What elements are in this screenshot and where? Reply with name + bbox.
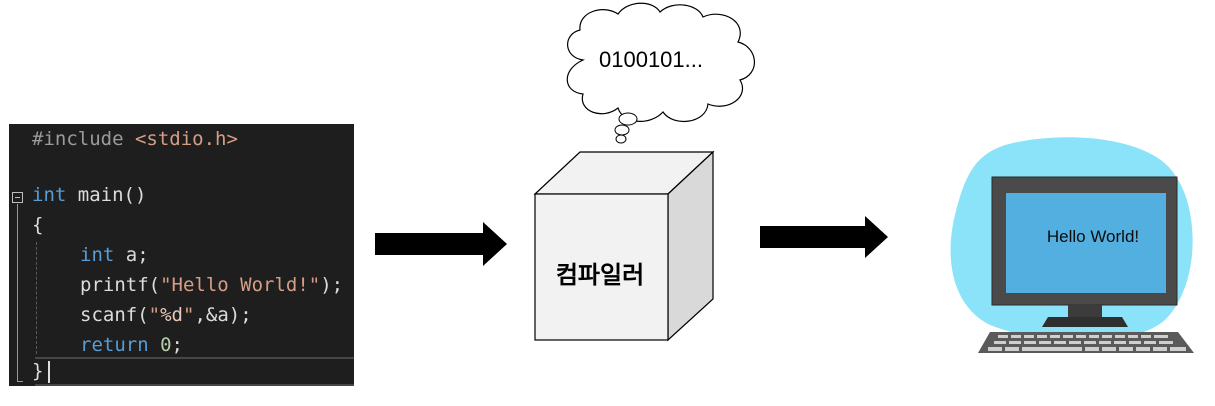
scanf-call: scanf( (80, 304, 149, 326)
arrow-code-to-compiler (375, 222, 507, 266)
code-line-printf: printf("Hello World!"); (80, 270, 343, 300)
monitor-output-text: Hello World! (1046, 227, 1140, 246)
compiler-label: 컴파일러 (555, 261, 645, 289)
fold-gutter-end (17, 381, 23, 382)
open-brace: { (32, 214, 44, 236)
code-line-include: #include <stdio.h> (32, 124, 238, 154)
code-line-main: int main() (32, 180, 146, 210)
close-brace: } (32, 360, 44, 382)
thought-bubble-icon (566, 2, 755, 144)
scanf-end: ,&a); (194, 304, 252, 326)
fold-gutter-line (17, 204, 18, 382)
code-line-declare: int a; (80, 240, 149, 270)
declare-a: a; (114, 244, 149, 266)
compiler-cube (533, 150, 715, 342)
return-value: 0 (160, 334, 172, 356)
scanf-quote-open: " (148, 304, 161, 326)
code-line-close-brace: } (32, 356, 43, 386)
code-line-scanf: scanf("%d",&a); (80, 300, 252, 330)
printf-string: "Hello World!" (160, 274, 321, 296)
indent-guide (36, 242, 37, 354)
code-line-open-brace: { (32, 210, 43, 240)
include-directive: #include (32, 128, 124, 150)
text-cursor (48, 361, 50, 383)
code-editor: #include <stdio.h> int main() { int a; p… (9, 124, 354, 386)
keyword-return: return (80, 334, 149, 356)
current-line-highlight (35, 357, 354, 386)
keyword-int: int (80, 244, 115, 266)
return-semicolon: ; (171, 334, 183, 356)
code-line-return: return 0; (80, 330, 183, 360)
arrow-compiler-to-computer (760, 216, 888, 258)
scanf-format: %d (160, 304, 183, 326)
main-signature: main() (66, 184, 147, 206)
keyword-int: int (32, 184, 67, 206)
printf-call: printf( (80, 274, 161, 296)
computer-icon (950, 137, 1194, 353)
scanf-quote-close: " (182, 304, 195, 326)
include-header: <stdio.h> (134, 128, 238, 150)
printf-end: ); (320, 274, 344, 296)
return-space (149, 334, 160, 356)
binary-output-text: 0100101... (599, 47, 703, 72)
fold-toggle-icon[interactable] (12, 192, 23, 203)
